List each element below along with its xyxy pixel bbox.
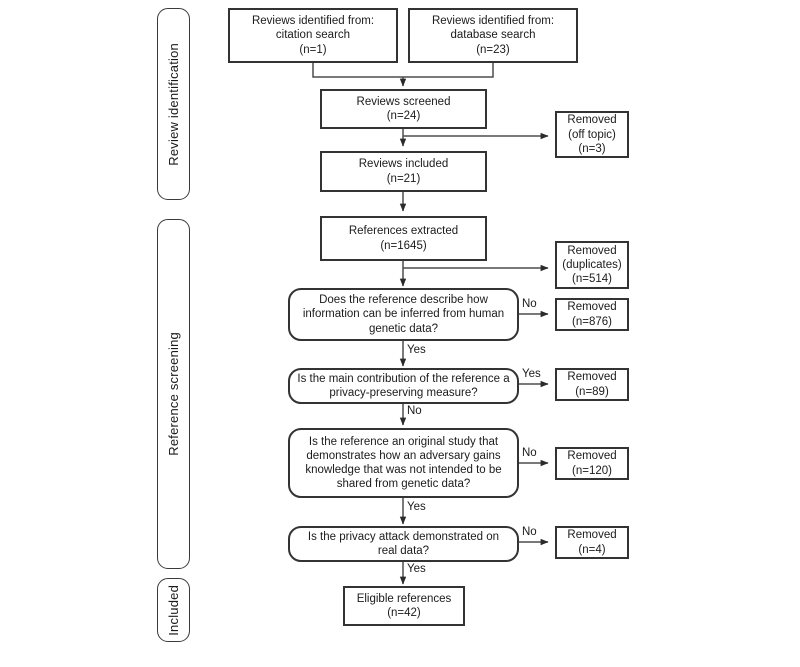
node-text: Reviews included (n=21) [358, 158, 449, 185]
edge-label-no-original: No [522, 447, 537, 459]
node-decision-real-data: Is the privacy attack demonstrated on re… [288, 526, 519, 562]
node-decision-inferred-info: Does the reference describe how informat… [288, 288, 519, 341]
node-text: Reviews identified from: citation search… [251, 15, 375, 56]
node-removed-876: Removed (n=876) [555, 298, 629, 331]
node-text: Reviews identified from: database search… [431, 15, 555, 56]
node-removed-duplicates: Removed (duplicates) (n=514) [555, 241, 629, 289]
node-removed-off-topic: Removed (off topic) (n=3) [555, 111, 629, 158]
node-references-extracted: References extracted (n=1645) [320, 216, 487, 261]
edge-label-yes-original: Yes [407, 501, 426, 513]
node-text: Does the reference describe how informat… [302, 294, 505, 335]
node-removed-4: Removed (n=4) [555, 526, 629, 559]
node-decision-original-study: Is the reference an original study that … [288, 428, 519, 498]
edge-label-no-inferred: No [522, 298, 537, 310]
node-text: Eligible references (n=42) [356, 592, 452, 619]
node-text: Removed (off topic) (n=3) [567, 114, 617, 155]
node-reviews-screened: Reviews screened (n=24) [320, 89, 487, 129]
node-text: Removed (n=876) [567, 301, 617, 328]
node-text: Removed (n=89) [567, 371, 617, 398]
node-citation-search: Reviews identified from: citation search… [228, 8, 398, 63]
edge-label-no-realdata: No [522, 526, 537, 538]
node-text: Is the privacy attack demonstrated on re… [307, 530, 500, 557]
node-text: References extracted (n=1645) [348, 225, 459, 252]
node-text: Removed (duplicates) (n=514) [562, 244, 622, 286]
wire-citation-to-merge [312, 63, 403, 78]
stage-included: Included [157, 578, 190, 642]
node-removed-120: Removed (n=120) [555, 447, 629, 480]
stage-review-identification: Review identification [157, 8, 190, 200]
edge-label-yes-inferred: Yes [407, 344, 426, 356]
stage-reference-screening: Reference screening [157, 219, 190, 569]
node-text: Removed (n=120) [567, 450, 617, 477]
edge-label-no-privacy: No [407, 405, 422, 417]
node-text: Is the main contribution of the referenc… [297, 372, 510, 399]
stage-label: Reference screening [166, 332, 181, 456]
node-text: Is the reference an original study that … [305, 435, 502, 491]
edge-label-yes-realdata: Yes [407, 563, 426, 575]
stage-label: Review identification [166, 42, 181, 166]
edge-label-yes-privacy: Yes [522, 368, 541, 380]
node-database-search: Reviews identified from: database search… [408, 8, 578, 63]
wire-database-to-merge [403, 63, 494, 78]
stage-label: Included [166, 584, 181, 636]
node-decision-privacy-preserving: Is the main contribution of the referenc… [288, 368, 519, 404]
node-text: Removed (n=4) [567, 529, 617, 556]
node-eligible-references: Eligible references (n=42) [343, 586, 465, 626]
node-removed-89: Removed (n=89) [555, 368, 629, 401]
node-reviews-included: Reviews included (n=21) [320, 151, 487, 192]
node-text: Reviews screened (n=24) [356, 95, 451, 122]
